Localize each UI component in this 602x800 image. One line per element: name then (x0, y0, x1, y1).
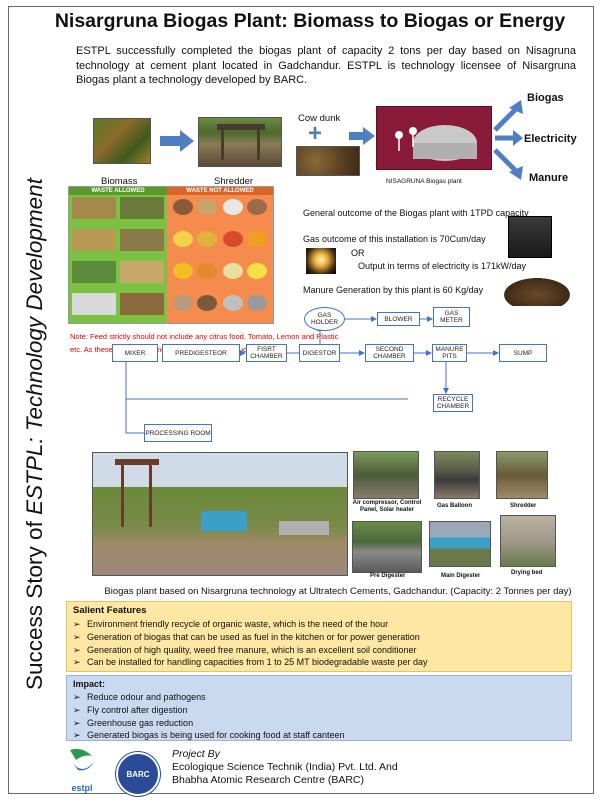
flow-second-chamber: SECOND CHAMBER (365, 344, 414, 362)
cow-dung-photo (296, 146, 360, 176)
waste-allowed-title: WASTE ALLOWED (69, 187, 167, 195)
outcome-general: General outcome of the Biogas plant with… (303, 208, 529, 218)
main-digester-photo (429, 521, 491, 567)
waste-allowed-panel: WASTE ALLOWED (69, 187, 167, 323)
estpl-logo: estpl (62, 746, 102, 793)
output-electricity: Electricity (524, 133, 577, 145)
project-credits: Project By Ecologique Science Technik (I… (172, 748, 398, 787)
plant-photo-caption: Biogas plant based on Nisargruna technol… (104, 586, 572, 597)
gas-holder-photo (508, 216, 552, 258)
output-arrows (493, 100, 523, 180)
pre-digester-photo (352, 521, 422, 573)
estpl-logo-icon (70, 748, 94, 771)
drying-bed-photo (500, 515, 556, 567)
impact-item: Generated biogas is being used for cooki… (73, 729, 565, 742)
outcome-gas: Gas outcome of this installation is 70Cu… (303, 234, 486, 244)
impact-heading: Impact: (73, 679, 106, 689)
plant-caption: NISAGRUNA Biogas plant (386, 178, 462, 185)
flow-sump: SUMP (499, 344, 547, 362)
impact-item: Fly control after digestion (73, 704, 565, 717)
shredder-photo (198, 117, 282, 167)
estpl-logo-text: estpl (71, 783, 93, 793)
shredder-label: Shredder (214, 176, 254, 187)
main-plant-photo (92, 452, 348, 576)
salient-features-box: Salient Features Environment friendly re… (66, 601, 572, 672)
waste-not-allowed-title: WASTE NOT ALLOWED (167, 187, 273, 195)
plus-icon: + (308, 120, 323, 147)
flow-predigester: PREDIGESTEOR (162, 344, 240, 362)
page-title: Nisargruna Biogas Plant: Biomass to Biog… (54, 10, 566, 32)
outcome-manure: Manure Generation by this plant is 60 Kg… (303, 285, 484, 295)
shredder-small-photo (496, 451, 548, 499)
manure-photo (504, 278, 570, 306)
drying-bed-caption: Drying bed (511, 570, 543, 576)
salient-item: Can be installed for handling capacities… (73, 656, 565, 669)
cow-dung-label: Cow dunk (298, 113, 341, 124)
project-line-2: Bhabha Atomic Research Centre (BARC) (172, 774, 364, 786)
impact-list: Reduce odour and pathogens Fly control a… (73, 691, 565, 742)
flow-gas-meter: GAS METER (433, 307, 470, 327)
salient-heading: Salient Features (73, 605, 147, 616)
biomass-label: Biomass (101, 176, 138, 187)
output-manure: Manure (529, 172, 569, 184)
compressor-caption: Air compressor, Control Panel, Solar hea… (352, 500, 422, 513)
salient-item: Environment friendly recycle of organic … (73, 618, 565, 631)
shredder-caption: Shredder (510, 503, 537, 509)
flow-recycle-chamber: RECYCLE CHAMBER (433, 394, 473, 412)
biogas-plant-illustration (376, 106, 492, 170)
output-biogas: Biogas (527, 92, 564, 104)
outcome-electricity: Output in terms of electricity is 171kW/… (358, 261, 527, 271)
main-digester-caption: Main Digester (441, 573, 481, 579)
outcome-or: OR (351, 248, 365, 258)
intro-paragraph: ESTPL successfully completed the biogas … (76, 45, 576, 86)
impact-item: Reduce odour and pathogens (73, 691, 565, 704)
waste-not-allowed-panel: WASTE NOT ALLOWED (167, 187, 273, 323)
balloon-caption: Gas Balloon (437, 503, 473, 509)
barc-logo: BARC (116, 752, 160, 796)
flow-mixer: MIXER (112, 344, 158, 362)
flow-digestor: DIGESTOR (299, 344, 340, 362)
arrow-right-icon-2 (349, 127, 375, 145)
flow-manure-pits: MANURE PITS (432, 344, 467, 362)
flow-processing-room: PROCESSING ROOM (144, 424, 212, 442)
project-by: Project By (172, 748, 220, 760)
flow-gas-holder: GAS HOLDER (304, 307, 345, 331)
bulb-icon (306, 248, 336, 274)
flow-first-chamber: FISRT CHAMBER (246, 344, 287, 362)
poster-frame (8, 6, 594, 794)
arrow-right-icon (160, 130, 194, 152)
compressor-photo (353, 451, 419, 499)
project-line-1: Ecologique Science Technik (India) Pvt. … (172, 761, 398, 773)
salient-list: Environment friendly recycle of organic … (73, 618, 565, 669)
balloon-photo (434, 451, 480, 499)
salient-item: Generation of biogas that can be used as… (73, 631, 565, 644)
impact-box: Impact: Reduce odour and pathogens Fly c… (66, 675, 572, 742)
pre-digester-caption: Pre Digester (370, 573, 406, 579)
waste-chart: WASTE ALLOWED WASTE NOT ALLOWED (68, 186, 274, 324)
biomass-photo (93, 118, 151, 164)
salient-item: Generation of high quality, weed free ma… (73, 644, 565, 657)
barc-logo-text: BARC (126, 769, 150, 779)
impact-item: Greenhouse gas reduction (73, 717, 565, 730)
flow-blower: BLOWER (377, 312, 420, 326)
